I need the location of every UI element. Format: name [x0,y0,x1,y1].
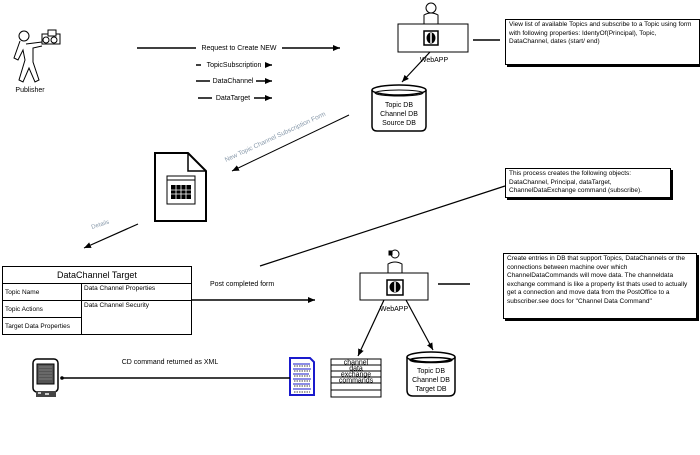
command-line-4: commands [339,378,374,385]
sub-item-datatarget: DataTarget [216,95,250,102]
publisher-icon [13,29,61,83]
webapp-bottom-label: WebAPP [380,306,409,313]
new-form-label: New Topic Channel Subscription Form [224,111,327,164]
client-computer-icon[interactable] [32,358,59,397]
sub-item-topicsubscription: TopicSubscription [207,62,262,69]
note-create-entries: Create entries in DB that support Topics… [503,253,697,319]
xml-document-icon[interactable] [289,357,315,396]
row-target-data-properties: Target Data Properties [2,317,82,335]
command-line-3: exchange [341,372,371,379]
database-bottom-icon [406,351,456,397]
db-top-line-3: Source DB [382,120,416,127]
webapp-top-icon[interactable] [397,2,469,53]
command-line-2: data [349,366,363,373]
form-document-icon[interactable] [154,152,207,222]
webapp-bottom-icon[interactable] [359,249,429,301]
arrow-webapp-to-db [401,51,431,83]
publisher-label: Publisher [15,87,45,94]
arrow-to-db-bottom [405,299,434,351]
row-data-channel-security: Data Channel Security [81,300,192,335]
command-list-table [330,358,382,398]
note-process-creates: This process creates the following objec… [505,168,671,198]
note-view-topics: View list of available Topics and subscr… [505,19,700,65]
db-top-line-2: Channel DB [380,111,418,118]
webapp-top-label: WebAPP [420,57,449,64]
details-label: Details [91,220,110,231]
request-label: Request to Create NEW [201,45,276,52]
cd-return-label: CD command returned as XML [122,359,219,366]
connector-process-note [259,185,506,267]
post-label: Post completed form [210,281,274,288]
arrow-to-commands [357,299,385,357]
row-topic-name: Topic Name [2,283,82,301]
db-bottom-line-2: Channel DB [412,377,450,384]
command-line-1: channel [344,360,369,367]
row-topic-actions: Topic Actions [2,300,82,318]
database-top-icon [371,84,427,132]
arrow-details [83,223,139,249]
row-data-channel-properties: Data Channel Properties [81,283,192,301]
datachannel-target-title: DataChannel Target [2,266,192,284]
datachannel-target-table: DataChannel Target Topic Name Data Chann… [2,266,192,335]
arrow-new-form [231,114,350,172]
db-bottom-line-3: Target DB [415,386,446,393]
sub-item-datachannel: DataChannel [213,78,254,85]
db-top-line-1: Topic DB [385,102,413,109]
db-bottom-line-1: Topic DB [417,368,445,375]
